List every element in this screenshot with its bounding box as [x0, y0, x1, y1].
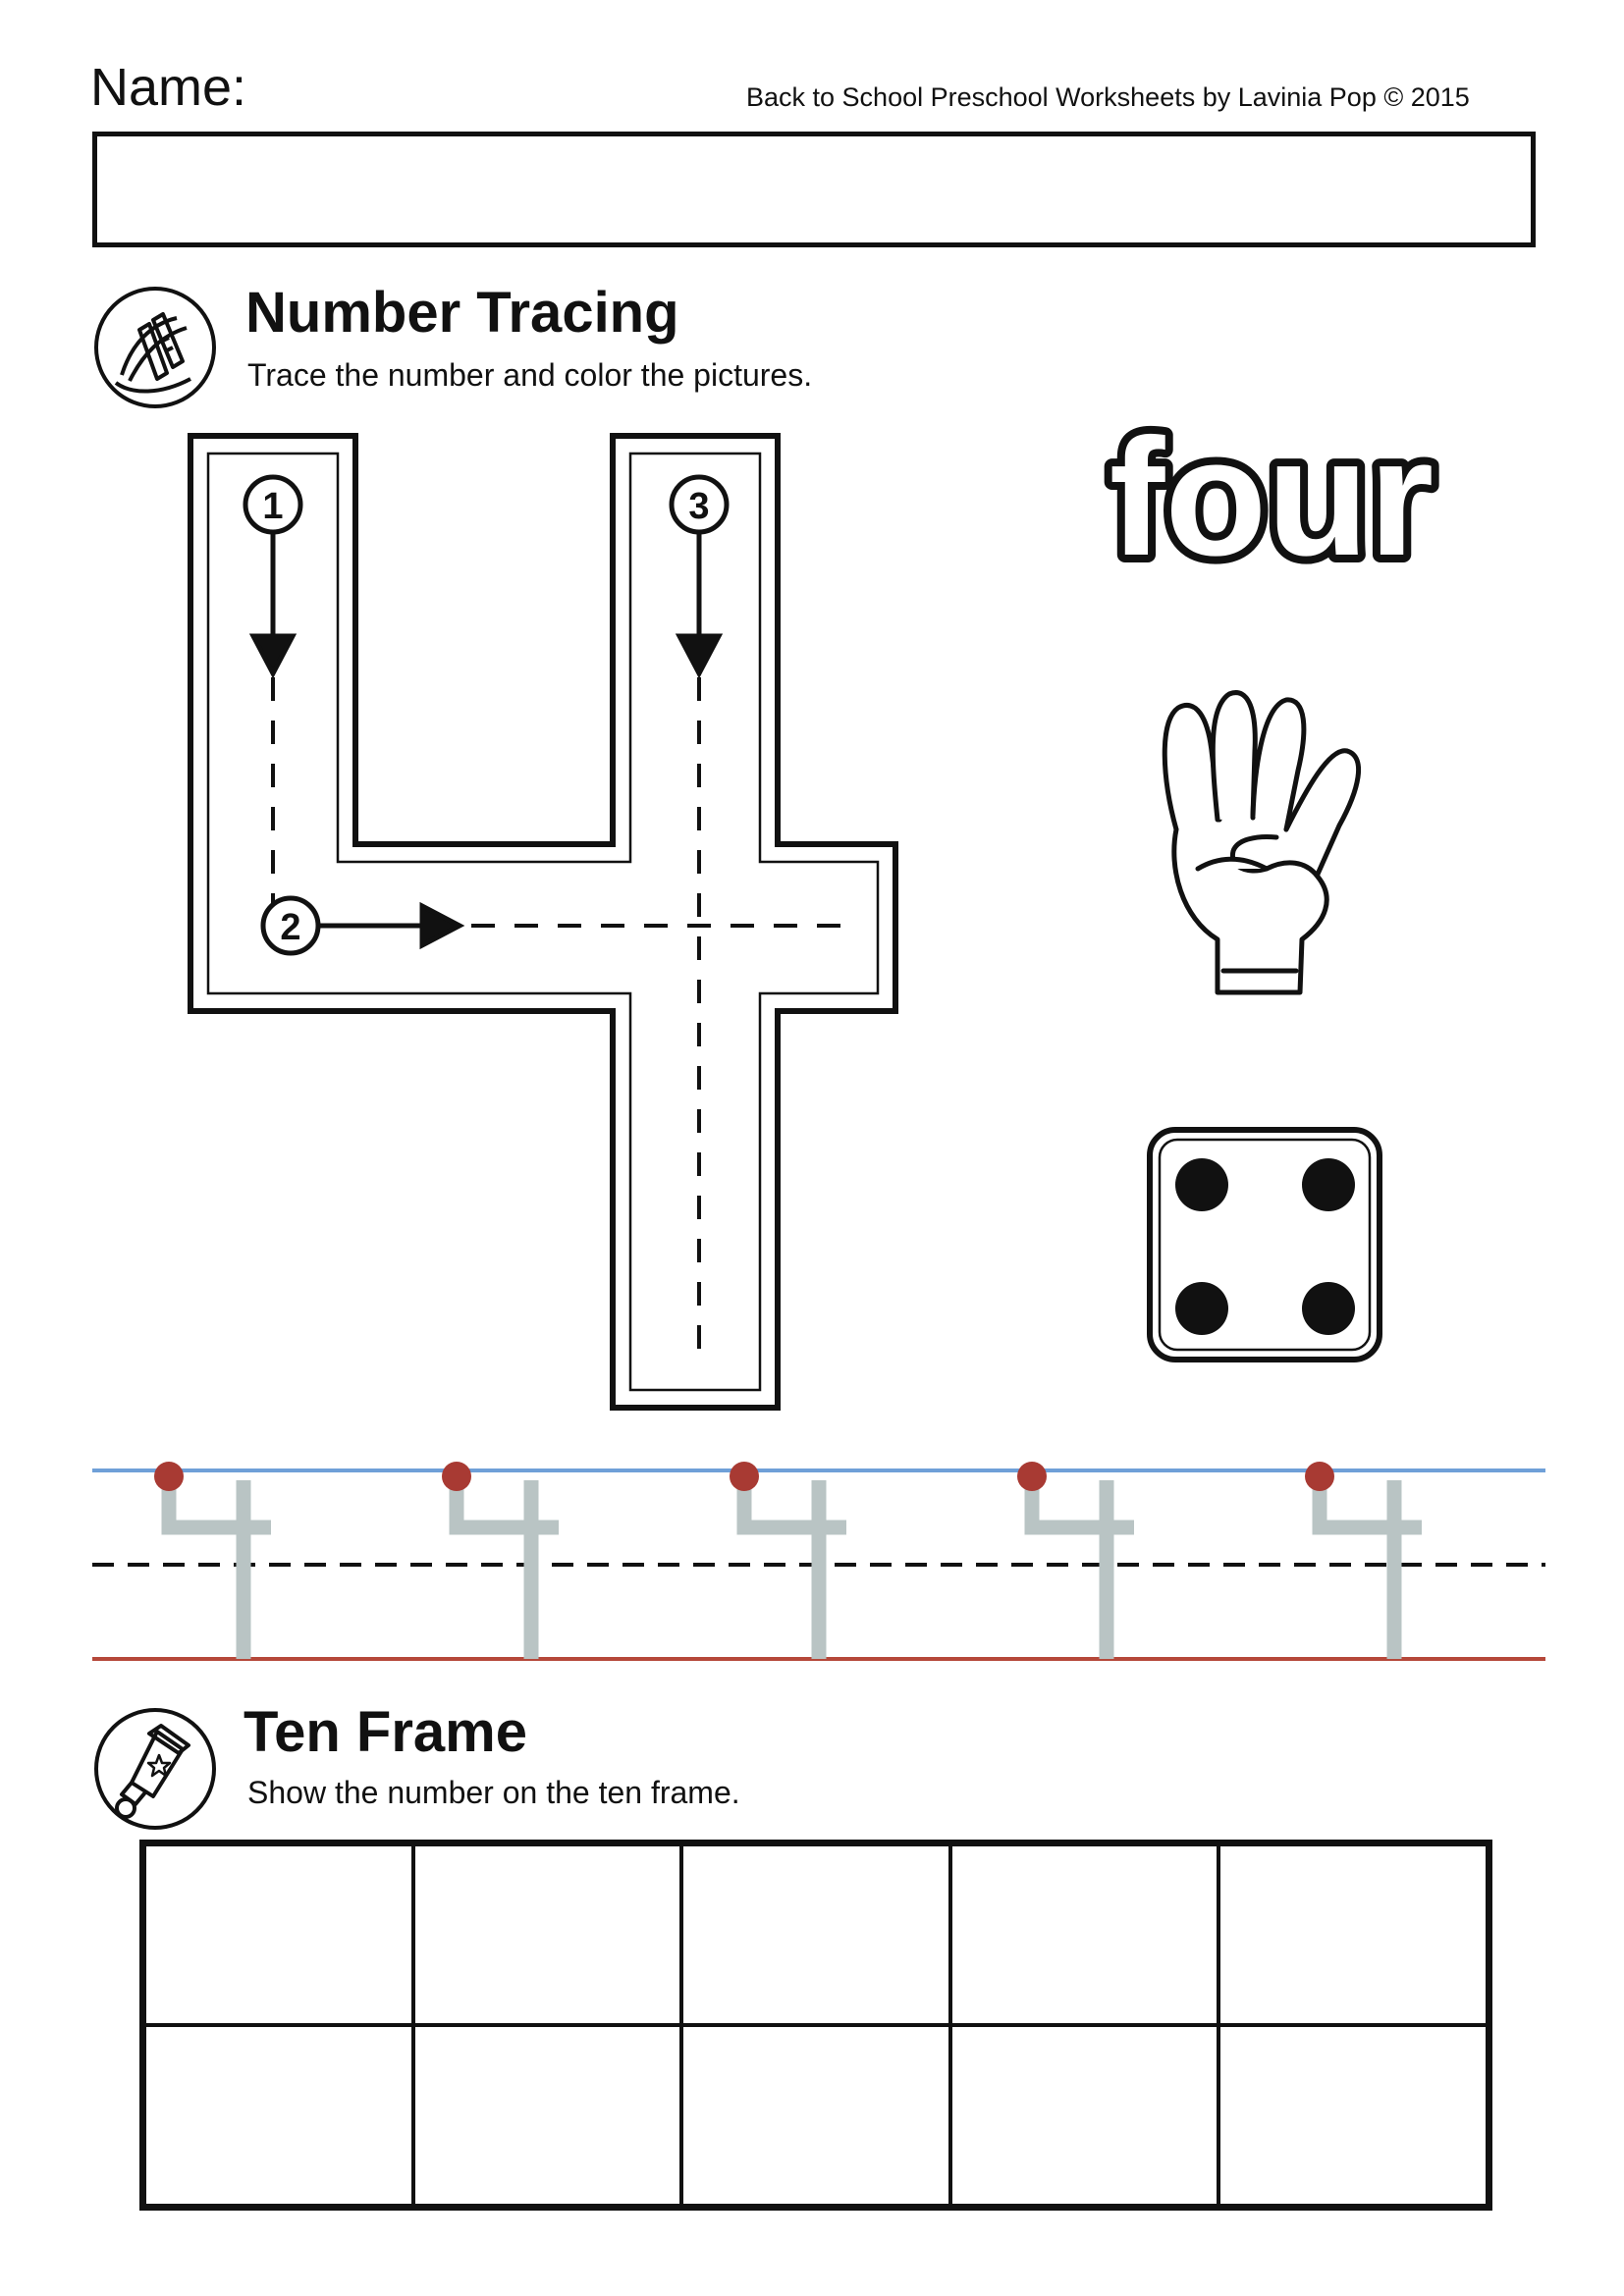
start-dot: [442, 1462, 471, 1491]
start-dot: [730, 1462, 759, 1491]
trace-guide-stroke: [1312, 1480, 1422, 1659]
ten-frame-cell[interactable]: [681, 1844, 950, 2025]
trace-guide-stroke: [161, 1480, 271, 1659]
credit-text: Back to School Preschool Worksheets by L…: [746, 82, 1470, 112]
name-input-box[interactable]: [92, 132, 1536, 247]
stroke-step-1: 1: [243, 474, 303, 535]
practice-digit-4[interactable]: [1017, 1462, 1134, 1659]
stroke-step-2: 2: [260, 895, 321, 956]
name-label: Name:: [90, 58, 247, 117]
tracing-numeral-4[interactable]: 1 2 3: [177, 422, 903, 1423]
ten-frame-cell[interactable]: [681, 2025, 950, 2206]
ten-frame-cell[interactable]: [144, 1844, 413, 2025]
die-four-dots[interactable]: [1144, 1124, 1385, 1365]
ten-frame-cell[interactable]: [949, 1844, 1219, 2025]
practice-digit-4[interactable]: [442, 1462, 559, 1659]
step-1-label: 1: [262, 486, 283, 527]
number-word-outer: four: [1110, 404, 1434, 591]
trace-guide-stroke: [736, 1480, 846, 1659]
start-dot: [1305, 1462, 1334, 1491]
practice-digit-4[interactable]: [1305, 1462, 1422, 1659]
number-word[interactable]: four four: [1056, 398, 1488, 594]
trace-guide-stroke: [1024, 1480, 1134, 1659]
ten-frame-cell[interactable]: [1218, 1844, 1488, 2025]
hand-four-fingers-icon[interactable]: [1139, 682, 1394, 1016]
number-tracing-title: Number Tracing: [245, 281, 679, 345]
ten-frame-cell[interactable]: [412, 1844, 682, 2025]
practice-digit-4[interactable]: [154, 1462, 271, 1659]
ten-frame-cell[interactable]: [412, 2025, 682, 2206]
ten-frame-title: Ten Frame: [244, 1700, 528, 1764]
ten-frame-cell[interactable]: [949, 2025, 1219, 2206]
trace-guide-stroke: [449, 1480, 559, 1659]
ten-frame-grid: [139, 1840, 1492, 2211]
ten-frame-cell[interactable]: [144, 2025, 413, 2206]
practice-digit-4[interactable]: [730, 1462, 846, 1659]
start-dot: [154, 1462, 184, 1491]
glue-bottle-icon: [94, 1708, 216, 1830]
crayon-icon: [94, 287, 216, 408]
ten-frame-cell[interactable]: [1218, 2025, 1488, 2206]
step-3-label: 3: [688, 486, 709, 527]
step-2-label: 2: [280, 907, 300, 948]
handwriting-practice-lines[interactable]: [92, 1451, 1545, 1677]
number-tracing-instructions: Trace the number and color the pictures.: [247, 357, 813, 393]
ten-frame-instructions: Show the number on the ten frame.: [247, 1775, 740, 1810]
start-dot: [1017, 1462, 1047, 1491]
number-word-inner: four: [1110, 404, 1434, 591]
stroke-step-3: 3: [669, 474, 730, 535]
